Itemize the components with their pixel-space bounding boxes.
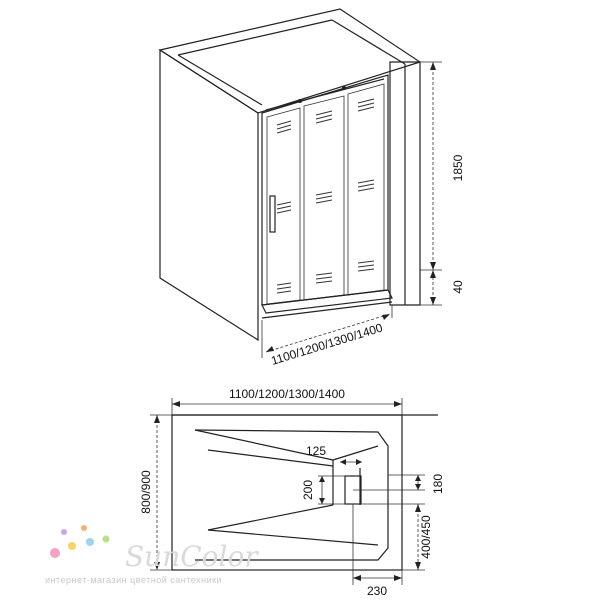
watermark-dot [61,529,67,535]
base-height-label: 40 [451,280,465,294]
drain-right-label: 180 [431,474,445,494]
drain-offset-label: 125 [306,444,326,458]
plan-depth-label: 800/900 [139,470,153,514]
height-label: 1850 [451,154,465,181]
height-dimension: 1850 40 [420,61,465,306]
watermark-dot [81,525,87,531]
watermark-brand: SunColor [125,540,259,573]
watermark-dot [50,548,60,558]
watermark [50,525,110,558]
width-label-3d: 1100/1200/1300/1400 [269,320,384,367]
tray-plan-view [171,414,438,571]
plan-width-dimension: 1100/1200/1300/1400 [171,387,403,415]
door-handle [269,195,276,233]
watermark-dot [102,535,110,543]
watermark-dot [68,542,76,550]
plan-width-label: 1100/1200/1300/1400 [229,387,345,401]
shower-enclosure-3d [158,8,422,342]
width-dimension-3d: 1100/1200/1300/1400 [261,305,393,368]
drain-front-label: 400/450 [419,515,433,559]
drain-right-dimension: 180 [353,474,445,494]
drain-side-label: 230 [367,584,387,598]
drain-size-dimension: 200 [301,475,345,505]
watermark-dot [86,538,94,546]
shower-tray-edge [261,289,393,314]
watermark-tagline: интернет-магазин цветной сантехники [45,575,222,585]
plan-depth-dimension: 800/900 [139,414,172,571]
drain-side-dimension: 230 [352,504,403,598]
drain-front-dimension: 400/450 [353,503,433,571]
door-panel-1 [266,107,301,305]
drain-size-label: 200 [301,480,315,500]
door-frame [261,74,389,306]
top-edge [158,8,422,114]
drain-offset-dimension: 125 [306,444,362,465]
